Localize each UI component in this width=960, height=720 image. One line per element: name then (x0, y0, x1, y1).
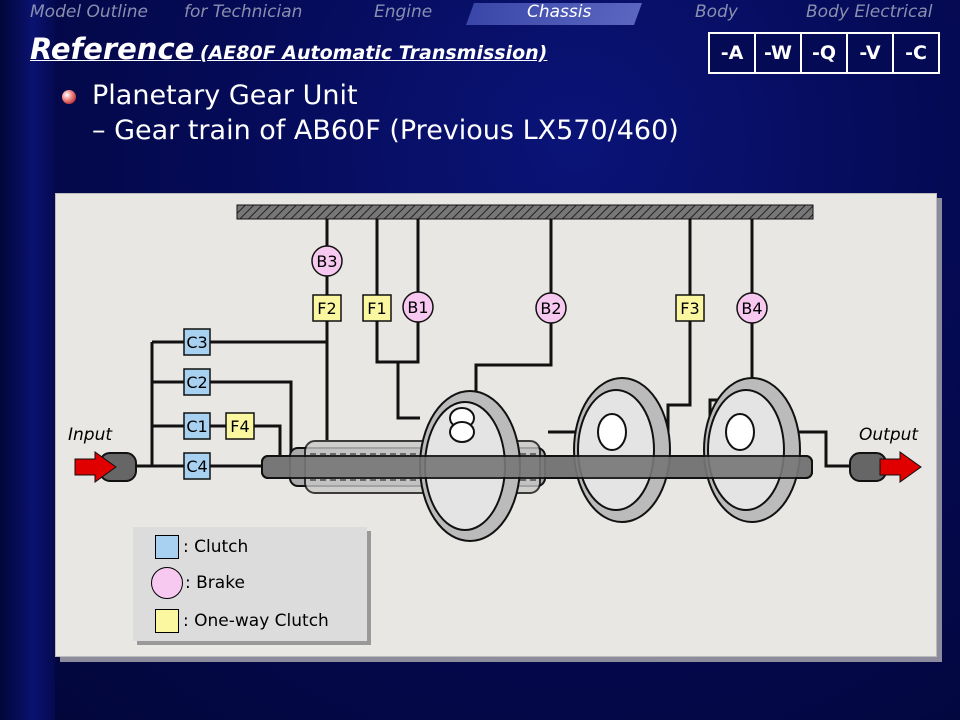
subheading: – Gear train of AB60F (Previous LX570/46… (92, 115, 679, 146)
brake-b3: B3 (311, 245, 343, 277)
bullet-icon (62, 90, 76, 104)
left-decor-bar (0, 0, 55, 720)
svg-text:F1: F1 (367, 299, 386, 318)
clutch-swatch (155, 535, 179, 559)
model-code-buttons: -A -W -Q -V -C (708, 32, 940, 74)
legend-brake: : Brake (151, 567, 245, 599)
svg-text:F4: F4 (230, 417, 249, 436)
output-label: Output (859, 425, 919, 445)
svg-text:B2: B2 (540, 299, 561, 318)
title-main: Reference (30, 32, 195, 66)
nav-engine[interactable]: Engine (374, 2, 433, 22)
code-c-button[interactable]: -C (894, 34, 938, 72)
svg-text:F3: F3 (680, 299, 699, 318)
title-sub: (AE80F Automatic Transmission) (199, 42, 548, 64)
svg-text:C1: C1 (186, 417, 207, 436)
housing-ground (236, 204, 814, 220)
top-nav: Model Outline for Technician Engine Chas… (0, 0, 960, 26)
nav-for-technician[interactable]: for Technician (184, 2, 303, 22)
brake-b4: B4 (736, 292, 768, 324)
svg-text:F2: F2 (317, 299, 336, 318)
code-v-button[interactable]: -V (848, 34, 892, 72)
svg-text:B4: B4 (741, 299, 762, 318)
nav-body-electrical[interactable]: Body Electrical (806, 2, 933, 22)
legend-oneway-label: : One-way Clutch (183, 611, 329, 631)
brake-b2: B2 (535, 292, 567, 324)
oneway-swatch (155, 609, 179, 633)
nav-model-outline[interactable]: Model Outline (30, 2, 148, 22)
oneway-f4: F4 (225, 412, 255, 440)
code-q-button[interactable]: -Q (802, 34, 846, 72)
svg-text:C4: C4 (186, 457, 207, 476)
brake-swatch (151, 567, 183, 599)
legend-oneway: : One-way Clutch (155, 609, 329, 633)
page-title: Reference (AE80F Automatic Transmission) (30, 32, 547, 66)
svg-text:B3: B3 (316, 252, 337, 271)
oneway-f3: F3 (675, 294, 705, 322)
clutch-c4: C4 (183, 452, 211, 480)
clutch-c2: C2 (183, 368, 211, 396)
svg-text:B1: B1 (407, 298, 428, 317)
code-w-button[interactable]: -W (756, 34, 800, 72)
clutch-c1: C1 (183, 412, 211, 440)
nav-body[interactable]: Body (695, 2, 738, 22)
code-a-button[interactable]: -A (710, 34, 754, 72)
svg-text:C3: C3 (186, 333, 207, 352)
clutch-c3: C3 (183, 328, 211, 356)
output-arrow-icon (879, 451, 922, 483)
svg-text:C2: C2 (186, 373, 207, 392)
brake-b1: B1 (402, 291, 434, 323)
legend-clutch-label: : Clutch (183, 537, 249, 557)
oneway-f1: F1 (362, 294, 392, 322)
input-label: Input (68, 425, 113, 445)
nav-chassis[interactable]: Chassis (527, 2, 592, 22)
input-arrow-icon (74, 451, 117, 483)
oneway-f2: F2 (312, 294, 342, 322)
legend: : Clutch : Brake : One-way Clutch (133, 527, 367, 641)
legend-brake-label: : Brake (185, 573, 245, 593)
heading: Planetary Gear Unit (92, 80, 358, 111)
legend-clutch: : Clutch (155, 535, 248, 559)
